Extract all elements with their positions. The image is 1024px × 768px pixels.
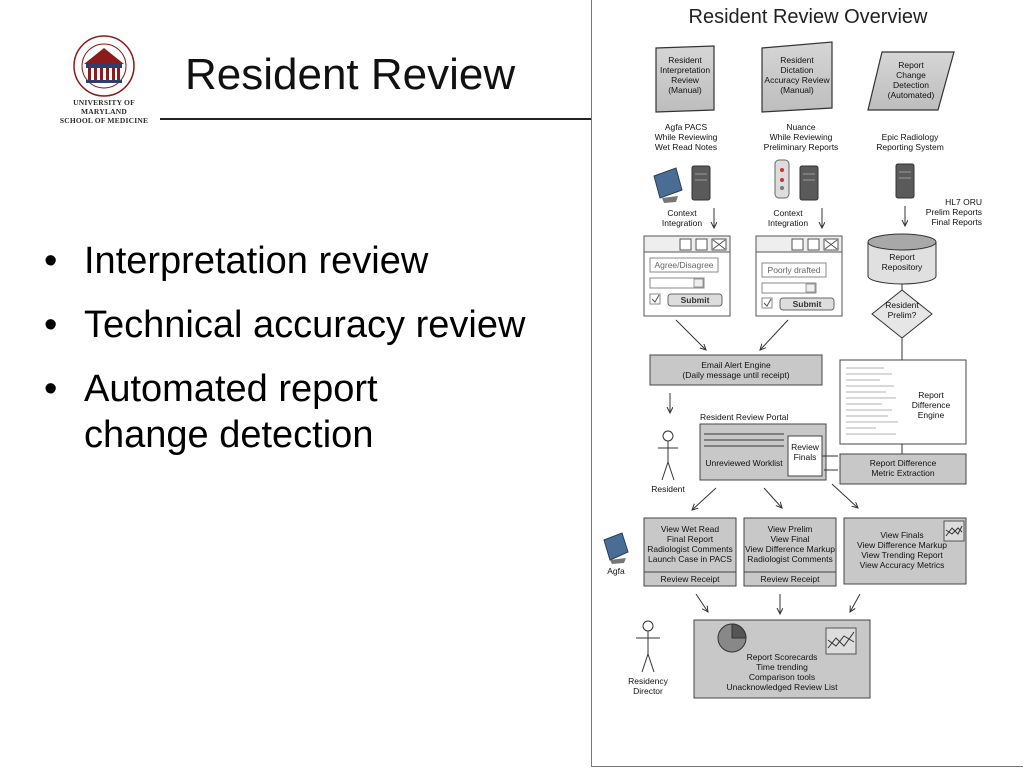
- accuracy-review-box: [761, 41, 833, 113]
- submit-button[interactable]: Submit: [680, 295, 710, 305]
- agfa-label: Agfa: [607, 566, 625, 576]
- server-icon: [799, 165, 819, 201]
- university-logo: UNIVERSITY OF MARYLAND SCHOOL OF MEDICIN…: [52, 34, 156, 125]
- monitor-icon: [653, 167, 683, 203]
- trend-chart-icon: [943, 520, 965, 542]
- agree-disagree-field[interactable]: Agree/Disagree: [654, 260, 714, 270]
- slide-title: Resident Review: [185, 50, 516, 99]
- email-alert-engine-box: [649, 354, 823, 386]
- interpretation-review-box: [655, 45, 715, 113]
- review-form-window-2: [755, 235, 843, 317]
- bullet-item: Interpretation review: [44, 238, 584, 284]
- diagram-graphics: [603, 41, 967, 699]
- bullet-list: Interpretation review Technical accuracy…: [44, 238, 584, 476]
- unreviewed-worklist-label[interactable]: Unreviewed Worklist: [705, 458, 783, 468]
- view-wet-read-box: [643, 517, 737, 587]
- server-icon: [895, 163, 915, 199]
- agfa-monitor-icon: [603, 532, 629, 564]
- bullet-item: Technical accuracy review: [44, 302, 584, 348]
- dictation-mic-icon: [774, 159, 790, 199]
- pie-chart-icon: [717, 623, 747, 653]
- change-detection-box: [867, 51, 955, 111]
- logo-line-2: SCHOOL OF MEDICINE: [59, 116, 149, 125]
- diagram-title: Resident Review Overview: [688, 6, 928, 28]
- residency-director-person-icon: [636, 620, 660, 673]
- poorly-drafted-field[interactable]: Poorly drafted: [767, 265, 821, 275]
- title-divider: [160, 118, 592, 120]
- report-repository-cylinder: [867, 233, 937, 285]
- review-receipt-button[interactable]: Review Receipt: [660, 574, 720, 584]
- resident-label: Resident: [651, 484, 685, 494]
- metric-extraction-box: [839, 453, 967, 485]
- portal-title: Resident Review Portal: [700, 412, 789, 422]
- review-form-window-1: [643, 235, 731, 317]
- trend-chart-icon: [825, 627, 857, 655]
- university-seal-icon: [73, 35, 135, 97]
- server-icon: [691, 165, 711, 201]
- bullet-item: Automated report change detection: [44, 366, 454, 458]
- view-prelim-box: [743, 517, 837, 587]
- review-finals-box: [787, 435, 823, 477]
- logo-line-1: UNIVERSITY OF MARYLAND: [73, 98, 135, 116]
- email-alert-engine-label: Email Alert Engine(Daily message until r…: [682, 360, 790, 380]
- resident-person-icon: [658, 430, 678, 481]
- review-receipt-button[interactable]: Review Receipt: [760, 574, 820, 584]
- submit-button[interactable]: Submit: [792, 299, 822, 309]
